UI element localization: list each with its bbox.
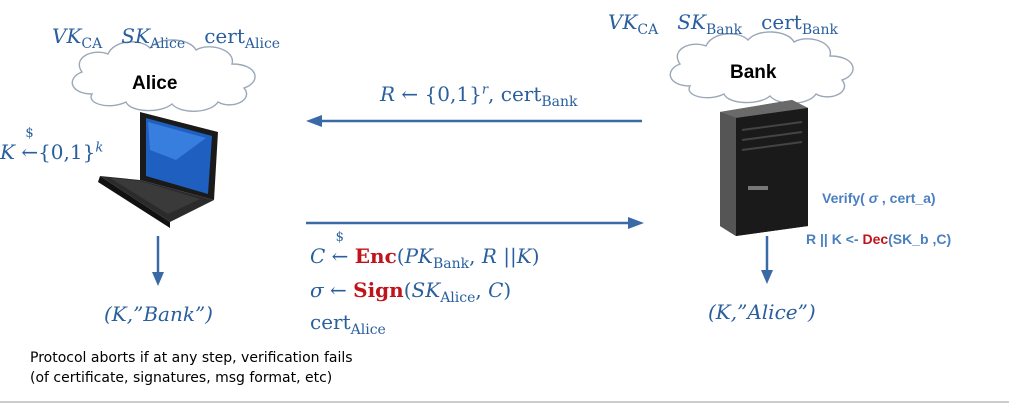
bank-decrypt-step: R || K <- Dec(SK_b ,C) (806, 231, 952, 247)
message-2-signature: σ ← Sign(SKAlice, C) (310, 278, 512, 306)
arrow-alice-down (152, 236, 164, 286)
alice-key-sampling: K $←{0,1}k (0, 126, 104, 164)
alice-label: Alice (132, 73, 178, 94)
alice-cloud (71, 39, 256, 112)
alice-output: (K,”Bank”) (104, 302, 213, 326)
bank-label: Bank (730, 62, 777, 83)
arrow-alice-to-bank (306, 217, 644, 229)
bank-output: (K,”Alice”) (708, 300, 816, 324)
alice-keys: VKCA SKAlice certAlice (52, 24, 281, 52)
message-1: R ← {0,1}r, certBank (380, 82, 578, 110)
laptop-icon (98, 112, 218, 228)
footnote-line-2: (of certificate, signatures, msg format,… (30, 370, 333, 386)
bank-verify-step: Verify( σ , cert_a) (822, 190, 936, 206)
arrow-bank-to-alice (306, 115, 642, 127)
footnote: Protocol aborts if at any step, verifica… (30, 348, 353, 388)
server-icon (720, 100, 808, 236)
footnote-line-1: Protocol aborts if at any step, verifica… (30, 350, 353, 366)
arrow-bank-down (761, 236, 773, 284)
bank-keys: VKCA SKBank certBank (608, 10, 838, 38)
bank-cloud (669, 31, 854, 104)
message-2-certificate: certAlice (310, 310, 386, 338)
message-2-ciphertext: C $← Enc(PKBank, R ||K) (310, 230, 540, 272)
